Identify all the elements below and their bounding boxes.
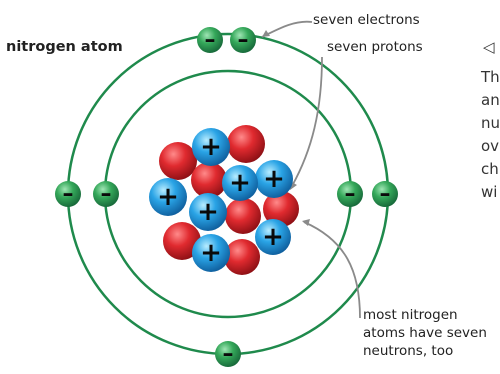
neutrons-label-line-1: most nitrogen	[363, 307, 458, 323]
neutrons-label-line-3: neutrons, too	[363, 343, 453, 359]
side-text-line: wi	[481, 181, 497, 204]
side-text-line: ov	[481, 135, 499, 158]
electron-sign: –	[223, 342, 234, 367]
side-text-line: The	[481, 66, 500, 89]
nucleus: + + + + + + +	[149, 125, 299, 275]
diagram-title: nitrogen atom	[6, 39, 123, 55]
proton-sign: +	[157, 182, 179, 212]
electron-sign: –	[101, 182, 112, 207]
proton-sign: +	[197, 197, 219, 227]
neutron	[191, 162, 227, 198]
electron-sign: –	[380, 182, 391, 207]
side-text-line: ch	[481, 158, 499, 181]
neutron	[227, 125, 265, 163]
neutron	[159, 142, 197, 180]
side-text-line: nu	[481, 112, 500, 135]
protons-label: seven protons	[327, 39, 423, 55]
proton-sign: +	[263, 164, 285, 194]
proton-sign: +	[200, 132, 222, 162]
electrons-label: seven electrons	[313, 12, 420, 28]
proton-sign: +	[200, 238, 222, 268]
side-arrow-icon: ◁	[483, 36, 495, 59]
electron-sign: –	[345, 182, 356, 207]
proton-sign: +	[229, 168, 251, 198]
electron-sign: –	[205, 28, 216, 53]
proton-sign: +	[262, 222, 284, 252]
neutrons-leader-line	[304, 222, 360, 318]
side-text-line: an	[481, 89, 500, 112]
protons-leader-line	[292, 57, 322, 186]
neutron	[225, 198, 261, 234]
neutrons-label-line-2: atoms have seven	[363, 325, 487, 341]
electrons-leader-line	[262, 22, 312, 37]
electron-sign: –	[63, 182, 74, 207]
electron-sign: –	[238, 28, 249, 53]
